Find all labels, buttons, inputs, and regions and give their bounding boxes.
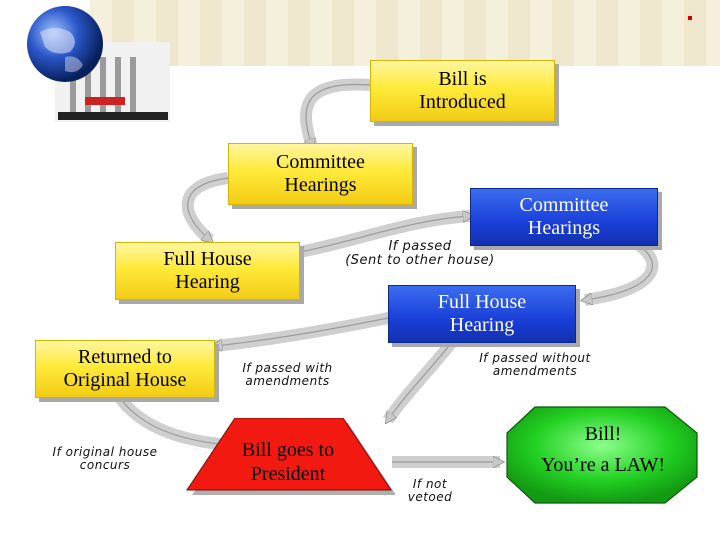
- box-returned-line1: Returned to: [78, 346, 172, 368]
- arrow-blue-committee-to-fullhouse: [584, 241, 659, 306]
- header-map-strip: [90, 0, 720, 66]
- box-youre-a-law: Bill! You’re a LAW!: [505, 405, 701, 505]
- note-if-passed-without-line1: If passed without: [479, 351, 591, 365]
- note-if-passed-with-line1: If passed with: [242, 361, 333, 375]
- note-if-not-vetoed-line2: vetoed: [407, 490, 453, 505]
- box-full-house-2-line2: Hearing: [449, 314, 515, 336]
- note-if-original-concurs: If original house concurs: [30, 445, 180, 473]
- globe-capitol-icon: [27, 6, 170, 122]
- law-octagon-shape: [506, 406, 698, 504]
- note-if-passed-with-line2: amendments: [245, 374, 330, 389]
- corner-dot: [688, 16, 692, 20]
- note-if-passed-without-line2: amendments: [492, 364, 578, 379]
- note-if-original-concurs-line1: If original house: [52, 445, 158, 459]
- arrow-fullhouse-to-returned: [214, 310, 400, 352]
- box-full-house-2-line1: Full House: [437, 291, 527, 313]
- box-law-line1: Bill!: [584, 423, 622, 445]
- box-president-line2: President: [250, 463, 326, 485]
- arrow-committee-to-fullhouse: [181, 172, 229, 245]
- box-bill-introduced-line2: Introduced: [419, 91, 506, 113]
- note-if-not-vetoed: If not vetoed: [400, 477, 460, 505]
- note-if-original-concurs-line2: concurs: [79, 458, 131, 473]
- note-if-passed-with: If passed with amendments: [225, 361, 350, 389]
- box-committee-1-line1: Committee: [276, 151, 365, 173]
- box-committee-2-line1: Committee: [519, 194, 609, 216]
- box-bill-goes-to-president: Bill goes to President: [185, 418, 395, 496]
- box-returned-line2: Original House: [63, 369, 187, 391]
- box-president-line1: Bill goes to: [241, 439, 335, 461]
- note-if-not-vetoed-line1: If not: [412, 477, 448, 491]
- note-if-passed-sent-line1: If passed: [388, 239, 452, 254]
- box-law-line2: You’re a LAW!: [540, 454, 666, 476]
- box-full-house-1-line1: Full House: [163, 248, 252, 270]
- box-committee-2-line2: Hearings: [527, 217, 601, 239]
- president-trapezoid-shape: [186, 418, 395, 495]
- note-if-passed-sent: If passed (Sent to other house): [325, 239, 515, 269]
- box-bill-introduced-line1: Bill is: [438, 68, 487, 90]
- box-full-house-1-line2: Hearing: [175, 271, 240, 293]
- box-committee-1-line2: Hearings: [284, 174, 357, 196]
- note-if-passed-without: If passed without amendments: [460, 351, 610, 379]
- note-if-passed-sent-line2: (Sent to other house): [345, 253, 495, 269]
